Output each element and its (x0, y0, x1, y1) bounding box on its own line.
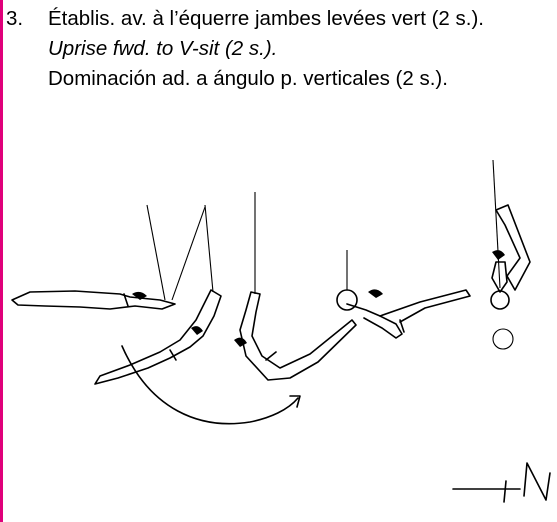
element-description: 3. Établis. av. à l’équerre jambes levées… (6, 4, 484, 94)
element-number: 3. (6, 7, 24, 30)
french-line: 3. Établis. av. à l’équerre jambes levées… (6, 4, 484, 34)
gymnast-pose-4 (336, 250, 471, 339)
gymnast-pose-2 (94, 204, 222, 385)
ring-cable-1a (146, 204, 166, 301)
gymnast-pose-5 (490, 159, 531, 350)
french-description: Établis. av. à l’équerre jambes levées v… (48, 7, 484, 30)
gymnastics-ring-5 (490, 290, 510, 310)
english-description: Uprise fwd. to V-sit (2 s.). (48, 37, 278, 60)
gymnastics-ring-4 (336, 289, 358, 311)
spanish-description: Dominación ad. a ángulo p. verticales (2… (48, 67, 448, 90)
ring-cable-2a (204, 204, 214, 293)
ring-cable-1b (171, 206, 206, 301)
page-margin-bar (0, 0, 3, 522)
ring-cable-5a (492, 159, 501, 289)
gymnast-pose-1 (11, 204, 206, 310)
author-signature (452, 462, 551, 503)
gymnast-pose-3 (234, 192, 357, 381)
swing-arc-arrow (121, 345, 301, 425)
ring-indicator-circle (492, 328, 514, 350)
